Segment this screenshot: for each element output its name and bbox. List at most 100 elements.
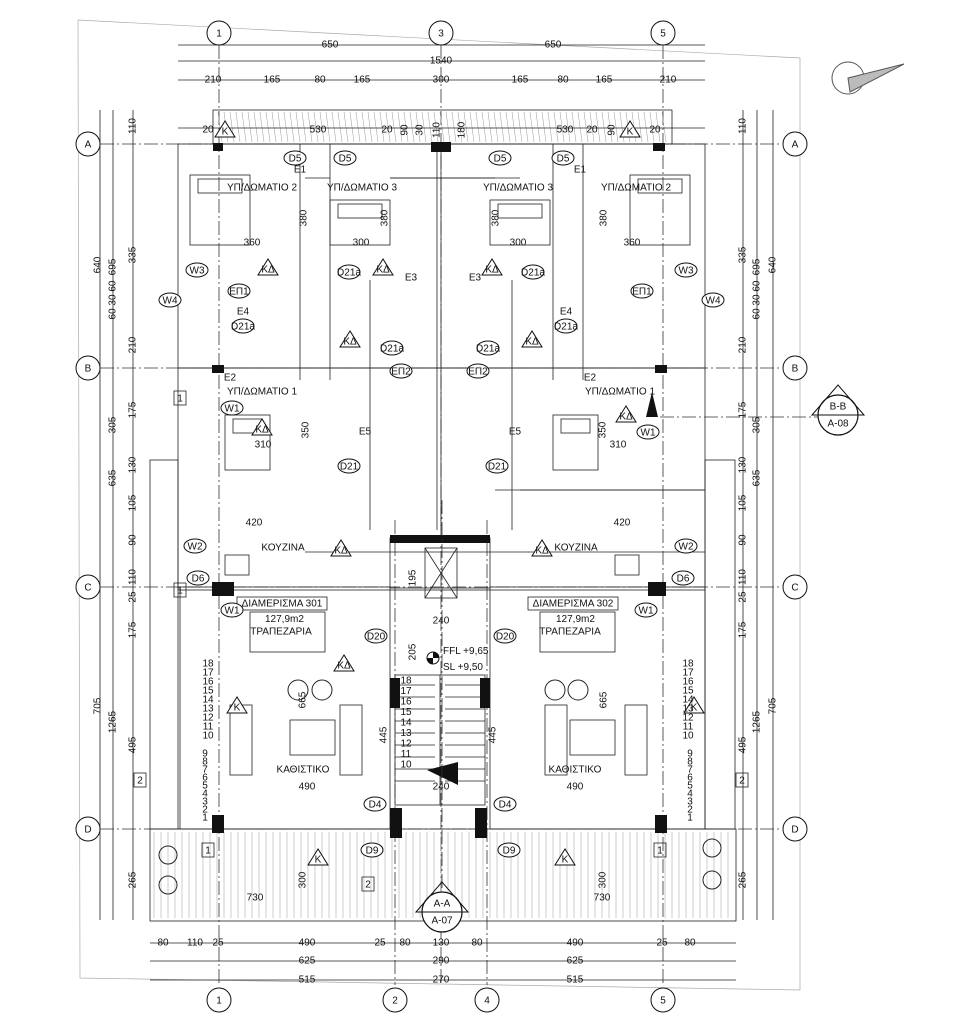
dim-interior: 420	[246, 518, 263, 529]
opening-tag-label: W1	[225, 404, 240, 415]
wall-column	[390, 535, 490, 543]
dim-right: 635	[752, 469, 763, 486]
dim-interior: 300	[353, 238, 370, 249]
opening-tag-label: D21a	[554, 322, 578, 333]
opening-tag-label: ΕΠ1	[632, 287, 652, 298]
dim-top-balcony: 90	[607, 124, 618, 136]
grid-bubble-right-B-label: B	[792, 364, 799, 375]
stair-step-number: 8	[202, 757, 208, 768]
dim-interior: 240	[433, 616, 450, 627]
opening-tag	[488, 150, 512, 166]
wall-column	[431, 142, 451, 152]
dim-top-row: 210	[205, 75, 222, 86]
pillow	[197, 178, 243, 194]
lift-cross	[424, 547, 458, 599]
opening-tag-label: W2	[679, 542, 694, 553]
apartment-area: 127,9m2	[556, 614, 595, 625]
dim-top-balcony: 20	[381, 125, 393, 136]
room-label-bedroom2-right: ΥΠ/ΔΩΜΑΤΙΟ 2	[601, 183, 672, 194]
grid-bubble-top-1-label: 1	[216, 29, 222, 40]
stair-step-number: 8	[687, 757, 693, 768]
dim-right: 695	[752, 258, 763, 275]
balcony-hatch	[463, 111, 469, 143]
room-label-living-right: ΚΑΘΙΣΤΙΚΟ	[549, 765, 602, 776]
stair-step-number: 1	[687, 813, 693, 824]
pillow	[637, 178, 683, 194]
dim-bottom: 130	[433, 938, 450, 949]
dim-bottom: 270	[433, 975, 450, 986]
opening-tag	[551, 150, 575, 166]
floor-finish-tag	[339, 330, 361, 348]
grid-bubble-top-5-label: 5	[660, 29, 666, 40]
balcony-hatch	[505, 111, 511, 143]
opening-tag-label: W2	[188, 542, 203, 553]
dim-left: 175	[128, 401, 139, 418]
stair-step-number: 6	[687, 773, 693, 784]
side-stair-step-number: 10	[682, 731, 694, 742]
opening-tag-label: ΕΠ2	[468, 367, 488, 378]
opening-tag-label: D6	[192, 574, 205, 585]
floor-finish-tag-label: K	[222, 127, 229, 138]
stair-step-number: 18	[400, 676, 412, 687]
balcony-hatch	[541, 111, 547, 143]
grid-bubble-bottom-1-label: 1	[216, 996, 222, 1007]
reference-marker-label: 2	[365, 880, 371, 891]
floor-finish-tag	[214, 120, 236, 138]
element-tag-label: E1	[574, 165, 587, 176]
apartment-area: 127,9m2	[265, 614, 304, 625]
balcony-hatch	[289, 111, 295, 143]
reference-marker	[361, 876, 375, 892]
balcony-hatch	[481, 111, 487, 143]
dim-bottom: 625	[567, 956, 584, 967]
balcony-hatch	[499, 111, 505, 143]
balcony-hatch	[637, 111, 643, 143]
balcony-hatch	[577, 111, 583, 143]
apartment-name: ΔΙΑΜΕΡΙΣΜΑ 302	[533, 599, 614, 610]
dim-left: 110	[128, 569, 139, 585]
floor-finish-tag-label: KΔ	[337, 661, 351, 672]
wall-column	[390, 808, 402, 838]
room-label-living-left: ΚΑΘΙΣΤΙΚΟ	[277, 765, 330, 776]
opening-tag	[283, 150, 307, 166]
floor-finish-tag	[307, 848, 329, 866]
balcony-hatch	[331, 111, 337, 143]
dim-bottom: 290	[433, 956, 450, 967]
opening-tag-label: W1	[641, 428, 656, 439]
dim-interior: 350	[301, 421, 312, 438]
opening-tag-label: D21a	[231, 322, 255, 333]
dim-interior: 730	[594, 893, 611, 904]
stair-step-number: 4	[202, 789, 208, 800]
opening-tag	[497, 842, 521, 858]
room-label-dining-right: ΤΡΑΠΕΖΑΡΙΑ	[539, 627, 601, 638]
reference-marker-label: 1	[657, 846, 663, 857]
dim-top-balcony: 20	[649, 125, 661, 136]
wall-column	[480, 678, 490, 708]
stair-step-number: 5	[687, 781, 693, 792]
opening-tag	[227, 283, 251, 299]
opening-tag-label: ΕΠ1	[229, 287, 249, 298]
opening-tag	[363, 796, 387, 812]
dim-left: 695	[108, 258, 119, 275]
grid-bubble-bottom-5-label: 5	[660, 996, 666, 1007]
balcony-hatch	[601, 111, 607, 143]
balcony-hatch	[655, 111, 661, 143]
dim-right: 60 30 60	[752, 280, 763, 319]
balcony-hatch	[643, 111, 649, 143]
dim-top-row: 300	[433, 75, 450, 86]
section-marker-bb-name: B-B	[830, 402, 847, 413]
stair-step-number: 9	[687, 749, 693, 760]
opening-tag	[333, 150, 357, 166]
dim-bottom: 25	[212, 938, 224, 949]
balcony-hatch	[301, 111, 307, 143]
dim-interior: 300	[598, 871, 609, 888]
opening-tag-label: W3	[679, 266, 694, 277]
opening-tag	[360, 842, 384, 858]
pillow	[497, 203, 543, 219]
floor-finish-tag-label: KΔ	[343, 337, 357, 348]
balcony-hatch	[379, 111, 385, 143]
balcony-hatch	[523, 111, 529, 143]
dim-right: 110	[738, 569, 749, 585]
balcony-hatch	[349, 111, 355, 143]
grid-bubble-right-A	[782, 131, 808, 157]
opening-tag-label: D21a	[521, 268, 545, 279]
